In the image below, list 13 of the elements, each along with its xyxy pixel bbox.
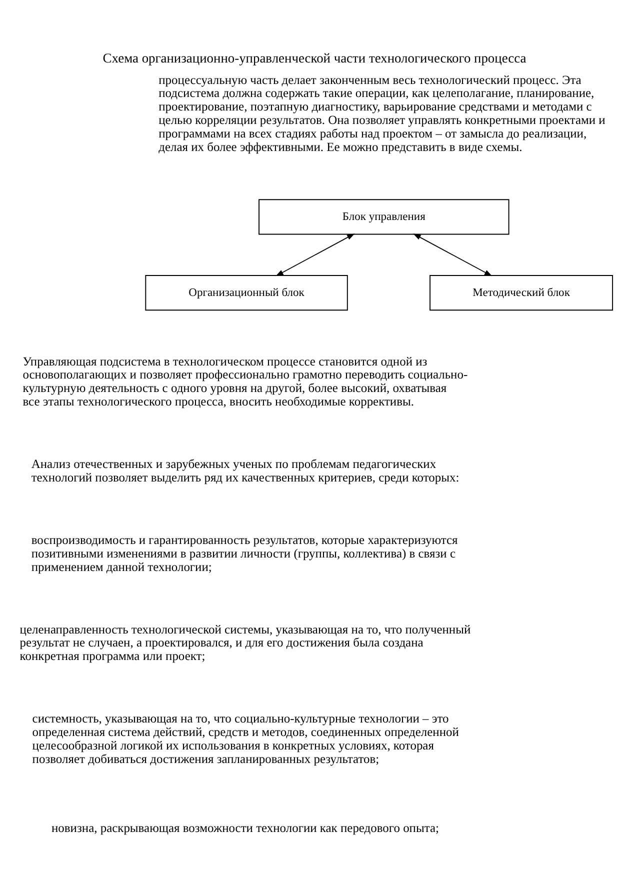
label: системность, указывающая на то, что социально-культурные технологии – это определенная система действий, средств и методов, соединенных определенной целесообразной логикой их использования в конкретных условиях, которая позволяет добиваться достижения запланированных результатов; (32, 711, 459, 766)
arrow (276, 233, 355, 276)
node-box: Блок управления (258, 198, 510, 234)
node-box: Организационный блок (145, 274, 348, 310)
label: Управляющая подсистема в технологическом процессе становится одной из основополагающих и позволяет профессионально грамотно переводить социально-культурную деятельность с одного уровня на другой, более высокий, охватывая все этапы технологического процесса, вносить необходимые коррективы. (22, 354, 468, 408)
arrow (413, 233, 492, 276)
label: воспроизводимость и гарантированность результатов, которые характеризуются позитивными изменениями в развитии личности (группы, коллектива) в связи с применением данной технологии; (31, 532, 458, 574)
label: Анализ отечественных и зарубежных ученых по проблемам педагогических технологий позволяет выделить ряд их качественных критериев, среди которых: (31, 456, 460, 484)
diagram-title: Схема организационно-управленческой части технологического процесса (102, 50, 526, 65)
label: процессуальную часть делает законченным весь технологический процесс. Эта подсистема должна содержать такие операции, как целеполагание, планирование, проектирование, поэтапную диагностику, варьирование средствами и методами с целью корреляции результатов. Она позволяет управлять конкретными проектами и программами на всех стадиях работы над проектом – от замысла до реализации, делая их более эффективными. Ее можно представить в виде схемы. (158, 72, 606, 154)
node-box: Методический блок (430, 274, 614, 310)
label: новизна, раскрывающая возможности технологии как передового опыта; (52, 820, 439, 835)
label: целенаправленность технологической системы, указывающая на то, что полученный результат не случаен, а проектировался, и для его достижения была создана конкретная программа или проект; (20, 622, 471, 663)
